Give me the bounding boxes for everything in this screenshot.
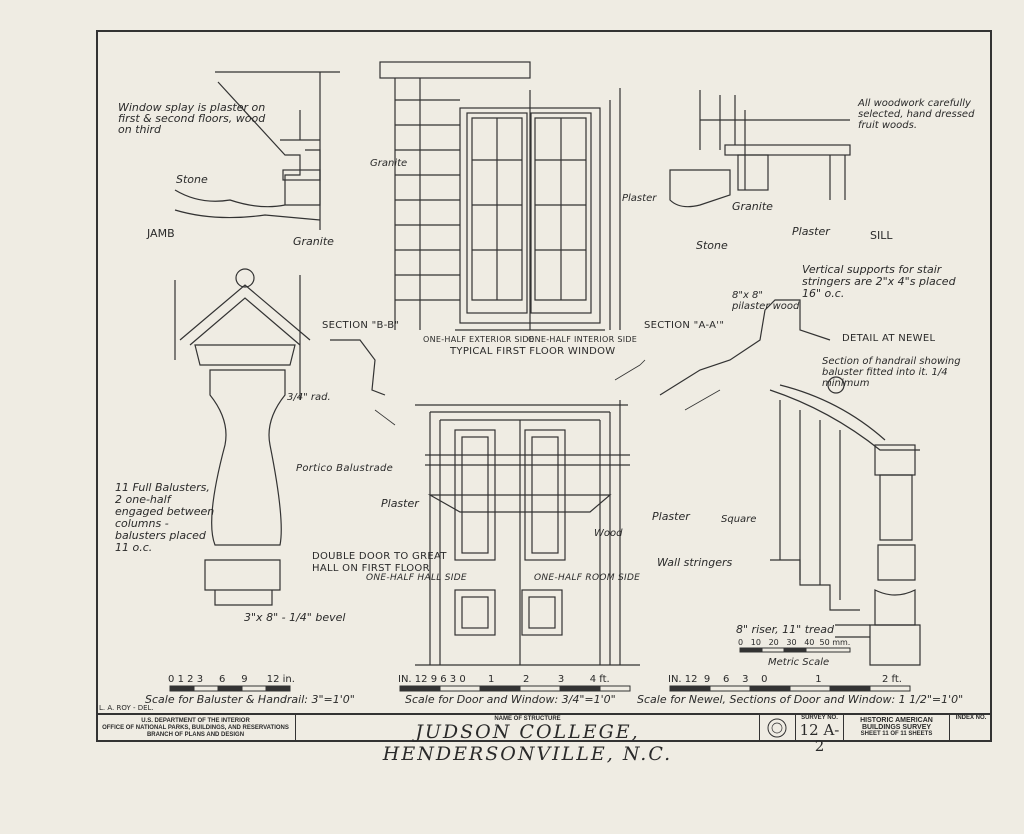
- window-caption-right: ONE-HALF INTERIOR SIDE: [528, 335, 638, 344]
- jamb-stone-label: Stone: [176, 173, 208, 186]
- survey-label: SURVEY NO.: [801, 715, 838, 721]
- section-aa-label: SECTION "A-A'": [644, 320, 725, 331]
- window-elevation-drawing: [379, 61, 621, 331]
- bevel-label: 3"x 8" - 1/4" bevel: [244, 611, 346, 624]
- newel-plaster-label: Plaster: [652, 510, 690, 523]
- sill-title: SILL: [870, 229, 893, 242]
- survey-number: 12 A-2: [799, 721, 840, 755]
- agency-line-2: OFFICE OF NATIONAL PARKS, BUILDINGS, AND…: [102, 725, 289, 731]
- door-plaster-label: Plaster: [381, 497, 419, 510]
- nps-seal-icon: [767, 718, 787, 738]
- window-plaster-label: Plaster: [622, 193, 657, 204]
- survey-cell: SURVEY NO. 12 A-2: [796, 715, 844, 754]
- sill-granite-label: Granite: [732, 200, 773, 213]
- sill-plaster-label: Plaster: [792, 225, 830, 238]
- door-room-side: ONE-HALF ROOM SIDE: [534, 573, 641, 583]
- agency-cell: U.S. DEPARTMENT OF THE INTERIOR OFFICE O…: [96, 715, 296, 742]
- name-label: NAME OF STRUCTURE: [494, 716, 561, 722]
- habs-cell: HISTORIC AMERICAN BUILDINGS SURVEY SHEET…: [844, 715, 950, 742]
- jamb-granite-label: Granite: [293, 235, 334, 248]
- metric-scale-label: Metric Scale: [768, 657, 830, 668]
- jamb-detail-drawing: [174, 71, 340, 230]
- jamb-note: Window splay is plaster on first & secon…: [118, 101, 266, 136]
- square-label: Square: [721, 514, 757, 525]
- newel-detail-title: DETAIL AT NEWEL: [842, 333, 936, 344]
- door-wood-label: Wood: [594, 528, 623, 539]
- door-elevation-drawing: [415, 400, 640, 666]
- window-caption-left: ONE-HALF EXTERIOR SIDE: [423, 335, 535, 344]
- baluster-scale-ticks: 0 1 2 3 6 9 12 in.: [168, 674, 295, 685]
- metric-scale-ticks: 0 10 20 30 40 50 mm.: [738, 638, 851, 647]
- delineator: L. A. ROY - DEL.: [99, 704, 154, 712]
- door-note: DOUBLE DOOR TO GREAT HALL ON FIRST FLOOR: [312, 551, 447, 574]
- agency-line-1: U.S. DEPARTMENT OF THE INTERIOR: [141, 718, 250, 724]
- habs-line-2: BUILDINGS SURVEY: [861, 724, 932, 731]
- newel-scale-caption: Scale for Newel, Sections of Door and Wi…: [637, 693, 964, 706]
- index-label: INDEX NO.: [955, 715, 987, 721]
- window-title: TYPICAL FIRST FLOOR WINDOW: [450, 346, 616, 357]
- baluster-drawing: [174, 268, 311, 606]
- handrail-note: Section of handrail showing baluster fit…: [822, 356, 961, 389]
- door-hall-side: ONE-HALF HALL SIDE: [366, 573, 467, 583]
- sill-note: All woodwork carefully selected, hand dr…: [858, 98, 975, 131]
- jamb-title: JAMB: [147, 227, 175, 240]
- title-block: U.S. DEPARTMENT OF THE INTERIOR OFFICE O…: [96, 713, 992, 765]
- window-granite-label: Granite: [370, 158, 408, 169]
- riser-tread-label: 8" riser, 11" tread: [736, 623, 835, 636]
- scale-bars: [169, 647, 911, 692]
- drawing-sheet-border: [96, 30, 992, 742]
- section-bb-profile: [330, 339, 386, 396]
- section-bb-label: SECTION "B-B": [322, 320, 400, 331]
- newel-scale-ticks: IN. 12 9 6 3 0 1 2 ft.: [668, 674, 902, 685]
- structure-name-cell: NAME OF STRUCTURE JUDSON COLLEGE, HENDER…: [296, 715, 760, 765]
- habs-line-1: HISTORIC AMERICAN: [860, 717, 933, 724]
- newel-drawing: [769, 376, 921, 666]
- door-scale-caption: Scale for Door and Window: 3/4"=1'0": [405, 693, 616, 706]
- baluster-note: 11 Full Balusters, 2 one-half engaged be…: [115, 481, 215, 554]
- radius-label: 3/4" rad.: [287, 392, 331, 403]
- sill-stone-label: Stone: [696, 239, 728, 252]
- wall-stringers-label: Wall stringers: [657, 556, 733, 569]
- portico-balustrade-label: Portico Balustrade: [296, 463, 394, 474]
- pilaster-label: 8"x 8" pilaster wood: [732, 290, 800, 312]
- vertical-supports-note: Vertical supports for stair stringers ar…: [802, 263, 956, 300]
- sill-detail-drawing: [669, 90, 851, 208]
- index-cell: INDEX NO.: [950, 715, 992, 742]
- seal-cell: [760, 715, 796, 742]
- structure-name: JUDSON COLLEGE, HENDERSONVILLE, N.C.: [382, 721, 673, 765]
- sheet-count: SHEET 11 OF 11 SHEETS: [860, 731, 933, 737]
- agency-line-3: BRANCH OF PLANS AND DESIGN: [146, 732, 245, 738]
- door-scale-ticks: IN. 12 9 6 3 0 1 2 3 4 ft.: [398, 674, 610, 685]
- baluster-scale-caption: Scale for Baluster & Handrail: 3"=1'0": [145, 693, 355, 706]
